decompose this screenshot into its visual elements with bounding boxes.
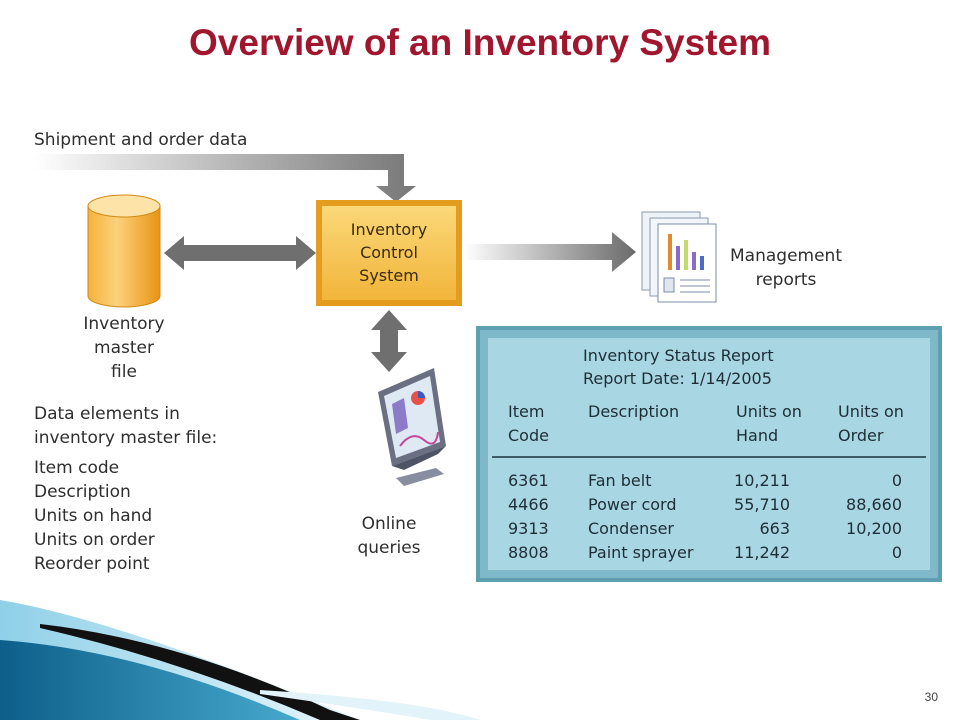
column-header-line: Order <box>838 426 884 445</box>
cell-units-on-order: 88,660 <box>846 495 902 514</box>
monitor-icon <box>378 368 446 486</box>
cell-item-code: 8808 <box>508 543 549 562</box>
cell-description: Paint sprayer <box>588 543 694 562</box>
cell-units-on-hand: 10,211 <box>734 471 790 490</box>
list-item: Reorder point <box>34 554 150 574</box>
table-row: 9313 Condenser 663 10,200 <box>488 517 930 541</box>
list-item: Units on order <box>34 530 155 550</box>
online-queries-line: queries <box>357 538 421 558</box>
master-file-line: Inventory <box>83 314 165 334</box>
column-header-line: Units on <box>838 402 904 421</box>
reports-document-icon <box>641 211 717 303</box>
list-item: Units on hand <box>34 506 153 526</box>
report-frame <box>476 326 942 582</box>
cell-item-code: 6361 <box>508 471 549 490</box>
data-elements-heading: Data elements in inventory master file: <box>34 402 217 450</box>
master-file-line: master <box>94 338 154 358</box>
cell-units-on-hand: 55,710 <box>734 495 790 514</box>
online-queries-label: Online queries <box>346 512 432 560</box>
control-system-line: Inventory <box>350 220 428 239</box>
control-system-box <box>316 200 462 306</box>
cell-description: Condenser <box>588 519 674 538</box>
inventory-status-report: Inventory Status Report Report Date: 1/1… <box>476 326 942 582</box>
column-header-line: Item <box>508 402 545 421</box>
table-row: 4466 Power cord 55,710 88,660 <box>488 493 930 517</box>
table-row: 6361 Fan belt 10,211 0 <box>488 469 930 493</box>
list-item: Description <box>34 482 131 502</box>
column-header-line: Description <box>588 402 680 421</box>
file-system-double-arrow <box>164 236 316 270</box>
cell-description: Power cord <box>588 495 677 514</box>
control-system-line: Control <box>360 243 418 262</box>
slide-title: Overview of an Inventory System <box>189 22 771 63</box>
cell-units-on-order: 10,200 <box>846 519 902 538</box>
cell-item-code: 9313 <box>508 519 549 538</box>
cell-units-on-hand: 11,242 <box>734 543 790 562</box>
report-title: Inventory Status Report <box>583 346 774 365</box>
table-row: 8808 Paint sprayer 11,242 0 <box>488 541 930 565</box>
column-header-line: Hand <box>736 426 779 445</box>
decorative-sweep <box>0 600 480 720</box>
cell-item-code: 4466 <box>508 495 549 514</box>
system-queries-double-arrow <box>371 310 407 372</box>
data-elements-heading-line: inventory master file: <box>34 428 218 448</box>
header-divider <box>492 456 926 458</box>
cell-units-on-hand: 663 <box>759 519 790 538</box>
list-item: Item code <box>34 458 120 478</box>
management-reports-line: Management <box>730 246 842 266</box>
column-header-line: Code <box>508 426 549 445</box>
online-queries-line: Online <box>361 514 417 534</box>
shipment-order-label: Shipment and order data <box>34 130 248 150</box>
master-file-label: Inventory master file <box>64 312 184 384</box>
column-header-units-on-order: Units on Order <box>838 400 904 448</box>
cell-description: Fan belt <box>588 471 652 490</box>
column-header-units-on-hand: Units on Hand <box>736 400 802 448</box>
control-system-label: Inventory Control System <box>318 218 460 287</box>
management-reports-line: reports <box>755 270 817 290</box>
column-header-item-code: Item Code <box>508 400 549 448</box>
data-elements-list: Item code Description Units on hand Unit… <box>34 456 155 576</box>
master-file-line: file <box>111 362 137 382</box>
management-reports-label: Management reports <box>720 244 852 292</box>
cell-units-on-order: 0 <box>891 471 902 490</box>
report-header: Inventory Status Report Report Date: 1/1… <box>583 344 774 390</box>
page-number: 30 <box>924 690 938 704</box>
report-content: Inventory Status Report Report Date: 1/1… <box>488 338 930 570</box>
column-header-description: Description <box>588 400 679 424</box>
report-date: Report Date: 1/14/2005 <box>583 369 772 388</box>
column-header-line: Units on <box>736 402 802 421</box>
master-file-cylinder <box>87 194 161 308</box>
cell-units-on-order: 0 <box>891 543 902 562</box>
data-elements-heading-line: Data elements in <box>34 404 180 424</box>
input-arrow <box>34 154 416 202</box>
control-system-line: System <box>359 266 419 285</box>
output-arrow <box>464 232 636 272</box>
